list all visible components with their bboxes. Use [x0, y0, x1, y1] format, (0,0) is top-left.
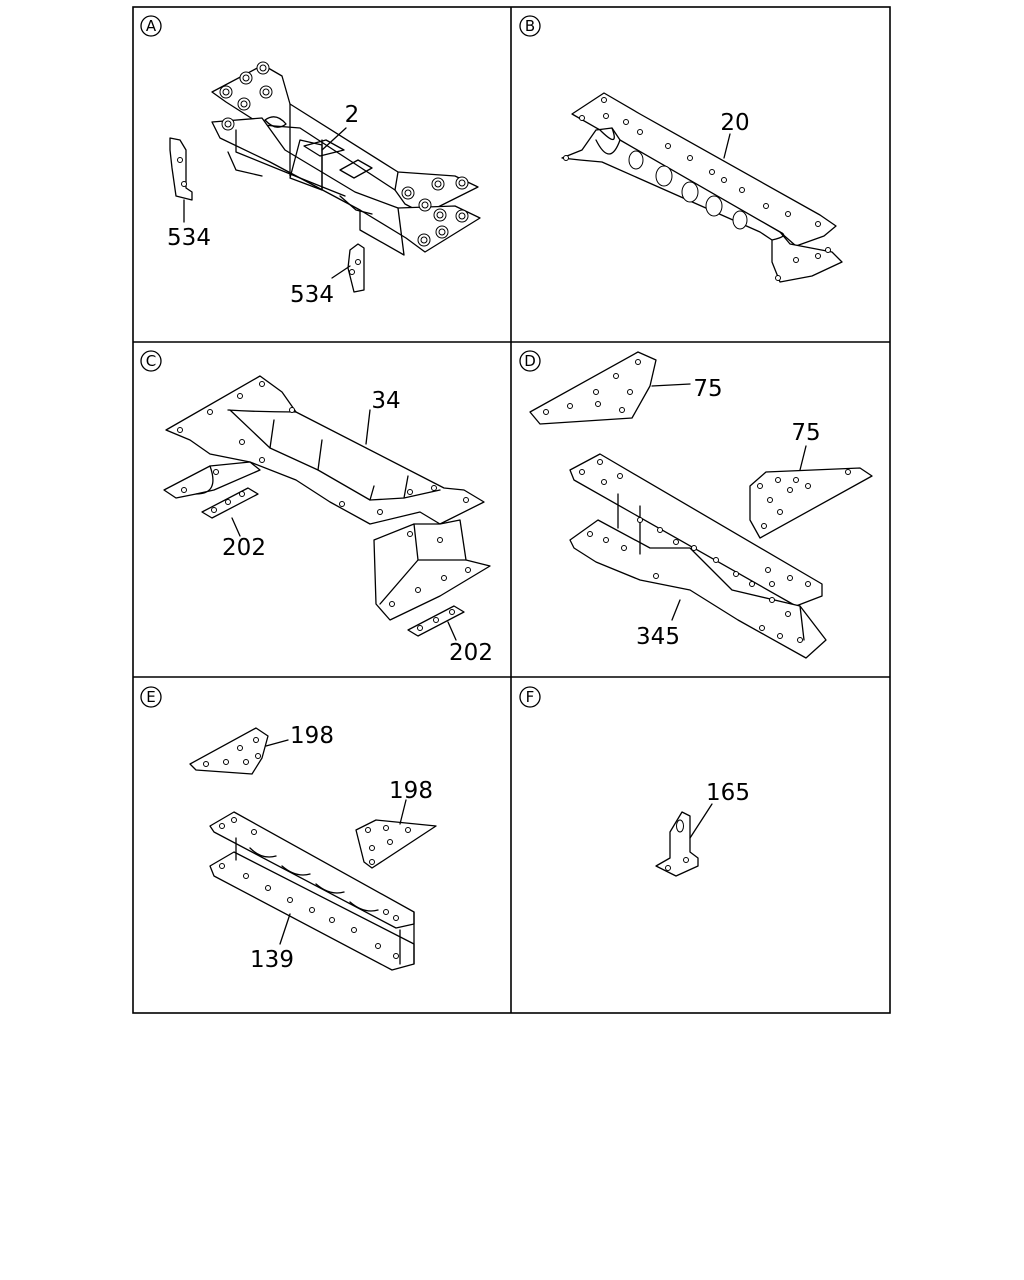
- callout-75-upper: 75: [693, 376, 722, 402]
- panel-f: F 165: [519, 686, 750, 877]
- panel-a-label: A: [140, 15, 162, 37]
- crossmember-assembly-part-2: [211, 61, 481, 256]
- panel-c: C: [140, 350, 493, 666]
- panel-a-letter: A: [146, 17, 157, 35]
- panel-d-label: D: [519, 350, 541, 372]
- callout-198-lower: 198: [389, 778, 433, 804]
- crossmember-part-34: [163, 375, 491, 621]
- bracket-part-165: [655, 811, 699, 877]
- panel-c-letter: C: [146, 352, 156, 370]
- callout-534-right: 534: [290, 282, 334, 308]
- callout-34: 34: [371, 388, 400, 414]
- crossmember-part-345: [569, 453, 827, 659]
- panel-b: B 20: [519, 15, 843, 283]
- gusset-part-75-upper: [529, 351, 657, 425]
- panel-a: A: [140, 15, 481, 308]
- panel-c-label: C: [140, 350, 162, 372]
- gusset-part-75-lower: [749, 467, 873, 539]
- crossmember-part-20: [561, 92, 843, 283]
- panel-e: E: [140, 686, 437, 973]
- callout-20: 20: [720, 110, 749, 136]
- callout-165: 165: [706, 780, 750, 806]
- gusset-part-198-lower: [355, 819, 437, 869]
- callout-534-left: 534: [167, 225, 211, 251]
- plate-part-202-upper: [201, 487, 259, 519]
- panel-d-letter: D: [524, 352, 536, 370]
- bracket-part-534-left: [169, 137, 193, 201]
- panel-b-label: B: [519, 15, 541, 37]
- panel-d: D: [519, 350, 873, 659]
- crossmember-part-139: [209, 811, 415, 971]
- panel-f-label: F: [519, 686, 541, 708]
- bracket-part-534-right: [347, 243, 365, 293]
- callout-202-upper: 202: [222, 535, 266, 561]
- callout-345: 345: [636, 624, 680, 650]
- panel-f-letter: F: [526, 688, 535, 706]
- callout-139: 139: [250, 947, 294, 973]
- callout-202-lower: 202: [449, 640, 493, 666]
- gusset-part-198-upper: [189, 727, 269, 775]
- callout-2: 2: [345, 102, 360, 128]
- callout-198-upper: 198: [290, 723, 334, 749]
- callout-75-lower: 75: [791, 420, 820, 446]
- plate-part-202-lower: [407, 605, 465, 637]
- panel-grid: [132, 6, 891, 1014]
- panel-e-letter: E: [146, 688, 155, 706]
- panel-b-letter: B: [525, 17, 535, 35]
- panel-e-label: E: [140, 686, 162, 708]
